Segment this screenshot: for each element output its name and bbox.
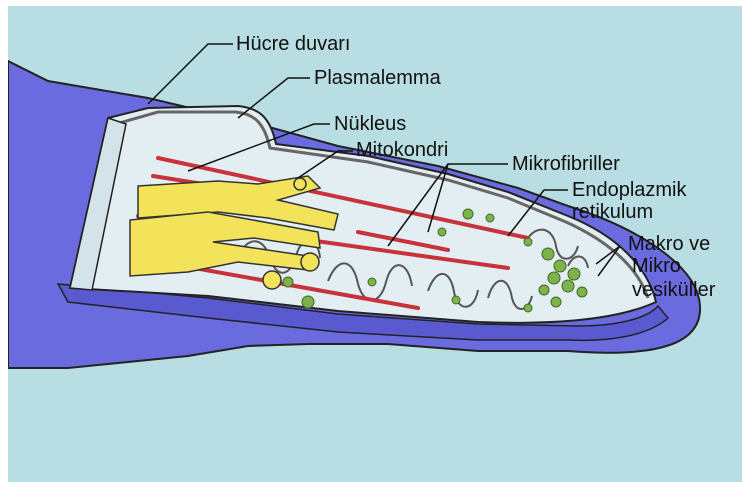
- label-makro-ve: Makro ve: [628, 234, 710, 254]
- label-nukleus: Nükleus: [334, 114, 406, 134]
- label-mitokondri: Mitokondri: [356, 140, 448, 160]
- label-vesikuller: vesiküller: [632, 280, 715, 300]
- label-retikulum: retikulum: [572, 202, 653, 222]
- label-mikrofibriller: Mikrofibriller: [512, 154, 620, 174]
- label-hucre-duvari: Hücre duvarı: [236, 34, 351, 54]
- diagram-stage: Hücre duvarı Plasmalemma Nükleus Mitokon…: [8, 6, 742, 482]
- label-endoplazmik: Endoplazmik: [572, 180, 687, 200]
- label-plasmalemma: Plasmalemma: [314, 68, 441, 88]
- label-mikro: Mikro: [632, 256, 681, 276]
